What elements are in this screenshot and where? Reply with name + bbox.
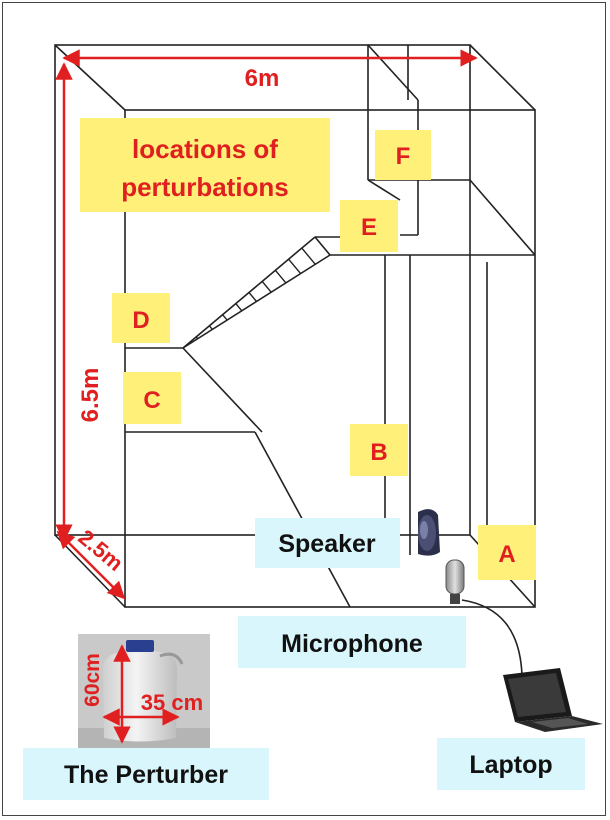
depth-label: 2.5m xyxy=(74,525,128,576)
laptop-label-box: Laptop xyxy=(437,738,585,790)
stair-step xyxy=(235,303,243,312)
stair-step xyxy=(222,314,228,321)
speaker-label-box: Speaker xyxy=(255,518,400,568)
stair-step xyxy=(248,292,258,302)
svg-text:D: D xyxy=(132,307,149,334)
perturber-caption: The Perturber xyxy=(64,761,228,789)
microphone-label-box: Microphone xyxy=(238,616,466,668)
microphone-cable xyxy=(461,599,523,676)
locations-title-box: locations of perturbations xyxy=(80,118,330,212)
svg-text:B: B xyxy=(370,439,387,466)
svg-text:E: E xyxy=(361,214,377,241)
title-line-2: perturbations xyxy=(121,172,289,202)
staircase-steps xyxy=(195,247,316,340)
laptop-label: Laptop xyxy=(469,751,552,779)
speaker-icon xyxy=(418,509,440,556)
stair-step xyxy=(261,280,272,293)
laptop-icon xyxy=(503,668,603,732)
perturber-photo xyxy=(78,634,210,749)
location-A: A xyxy=(478,525,536,580)
location-B: B xyxy=(350,424,408,476)
depth-arrow xyxy=(56,530,126,600)
location-F: F xyxy=(375,130,431,180)
dimension-arrows xyxy=(55,49,478,600)
stair-step xyxy=(208,325,213,330)
microphone-icon xyxy=(445,559,465,604)
location-E: E xyxy=(340,200,398,252)
microphone-label: Microphone xyxy=(281,630,423,658)
speaker-label: Speaker xyxy=(278,530,376,558)
stair-step xyxy=(274,269,287,284)
stair-step xyxy=(288,258,302,275)
svg-text:C: C xyxy=(143,387,160,414)
location-C: C xyxy=(123,372,181,424)
perturber-height-label: 60cm xyxy=(81,653,104,707)
perturber-caption-box: The Perturber xyxy=(23,748,269,800)
stair-step xyxy=(301,247,316,265)
width-label: 6m xyxy=(245,65,280,92)
location-D: D xyxy=(112,293,170,343)
svg-text:A: A xyxy=(498,541,515,568)
height-label: 6.5m xyxy=(77,368,104,423)
perturber-width-label: 35 cm xyxy=(141,690,203,715)
title-line-1: locations of xyxy=(132,134,278,164)
stair-step xyxy=(195,336,199,340)
svg-text:F: F xyxy=(396,143,411,170)
